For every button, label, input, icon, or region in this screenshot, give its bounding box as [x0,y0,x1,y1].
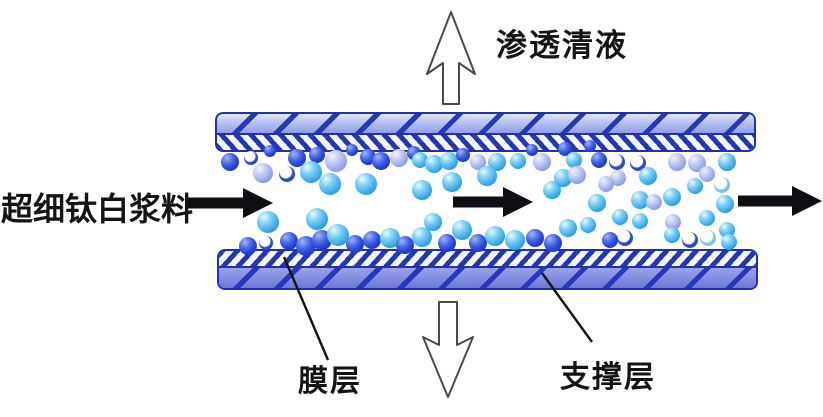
particle-sphere [372,152,390,170]
particle-sphere [296,236,316,256]
particle-sphere [718,153,736,171]
particle-sphere [526,229,544,247]
particle-sphere [526,144,538,156]
bottom-channel-wall [217,249,758,290]
particle-sphere [610,170,626,186]
particle-sphere [363,231,381,249]
particle-sphere [699,166,715,182]
particle-sphere [543,181,561,199]
particle-sphere [639,167,657,185]
particle-sphere [253,163,273,183]
particle-ring [279,166,295,182]
particle-ring [617,230,633,246]
particle-sphere [505,230,525,250]
particle-ring [700,230,716,246]
particle-sphere [668,153,686,171]
particle-sphere [239,237,257,255]
particle-sphere [699,210,715,226]
particle-sphere [485,226,505,246]
particle-sphere [566,152,582,168]
permeate-label: 渗透清液 [496,28,628,64]
support-layer-label: 支撑层 [560,360,656,395]
feed-label: 超细钛白浆料 [1,190,194,228]
particle-sphere [309,147,325,163]
particle-sphere [612,209,628,225]
particle-sphere [488,153,506,171]
particle-sphere [632,213,648,229]
particle-sphere [412,227,432,247]
particle-ring [609,154,625,170]
particle-sphere [264,145,276,157]
particle-sphere [412,152,428,168]
particle-sphere [346,144,358,156]
particle-sphere [554,169,572,187]
particle-sphere [456,148,470,162]
particle-sphere [602,232,618,248]
particle-sphere [687,178,703,194]
particle-sphere [631,191,649,209]
particle-sphere [390,149,408,167]
particle-sphere [442,172,462,192]
particle-ring [682,232,698,248]
particle-sphere [663,188,681,206]
particle-ring [630,155,646,171]
particle-sphere [380,228,400,248]
particle-sphere [412,180,432,200]
particle-sphere [588,194,606,212]
particle-sphere [664,227,680,243]
particle-sphere [300,161,322,183]
particle-ring [714,177,730,193]
particle-ring [244,151,258,165]
particle-sphere [280,232,298,250]
particle-sphere [438,234,456,252]
particle-sphere [568,166,586,184]
particle-sphere [584,140,596,152]
particle-sphere [598,176,614,192]
membrane-layer-label: 膜层 [298,364,362,399]
particle-sphere [355,173,377,195]
particle-sphere [257,211,279,233]
particle-sphere [221,153,239,171]
particle-sphere [544,234,562,252]
particle-sphere [721,234,737,250]
support-layer-top [217,114,754,133]
particle-sphere [396,236,414,254]
particle-sphere [452,220,472,240]
support-layer-bottom [219,268,756,288]
particle-sphere [306,208,328,230]
particle-sphere [559,219,577,237]
particle-sphere [424,213,442,231]
particle-ring [259,236,273,250]
particle-sphere [510,153,526,169]
particle-sphere [580,217,596,233]
particle-sphere [646,194,662,210]
particle-sphere [477,166,497,186]
particle-sphere [325,150,347,172]
particle-sphere [533,153,551,171]
membrane-layer-bottom [219,251,756,268]
particle-sphere [288,149,306,167]
particle-sphere [346,235,364,253]
particle-sphere [716,195,734,213]
particle-sphere [665,214,681,230]
particle-sphere [469,234,487,252]
particle-sphere [591,152,607,168]
particle-sphere [319,173,341,195]
particle-sphere [425,155,443,173]
particle-sphere [440,152,458,170]
particle-sphere [327,224,349,246]
